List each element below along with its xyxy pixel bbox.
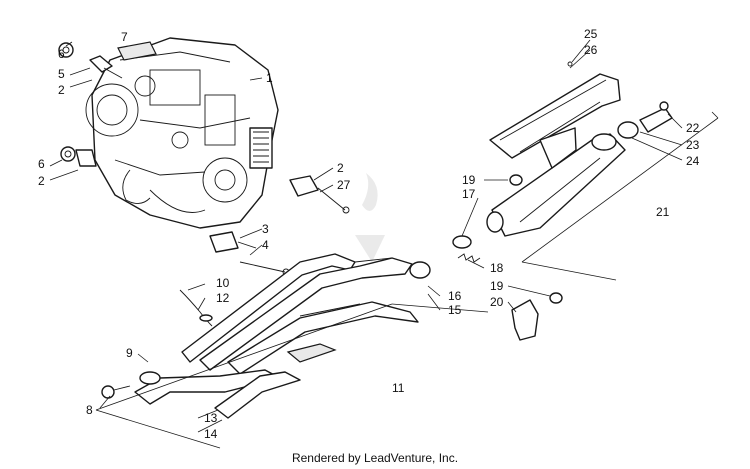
callout-19: 19	[462, 173, 476, 187]
leader-lines	[49, 39, 683, 433]
callout-26: 26	[584, 43, 598, 57]
callout-numbers: 1 7 6 5 2 6 2 2 27 3 4 10 12 9 8 11 13 1…	[38, 27, 700, 441]
callout-7: 7	[121, 30, 128, 44]
callout-16: 16	[448, 289, 462, 303]
callout-12: 12	[216, 291, 230, 305]
callout-21: 21	[656, 205, 670, 219]
spring	[457, 253, 481, 263]
callout-2: 2	[38, 174, 45, 188]
mount-hardware-right	[289, 175, 350, 214]
callout-9: 9	[126, 346, 133, 360]
mount-hardware-lower	[60, 146, 97, 167]
gasket	[452, 235, 472, 249]
callout-20: 20	[490, 295, 504, 309]
render-credit: Rendered by LeadVenture, Inc.	[291, 451, 459, 465]
muffler-nut	[509, 174, 523, 186]
callout-2: 2	[337, 161, 344, 175]
callout-17: 17	[462, 187, 476, 201]
callout-4: 4	[262, 238, 269, 252]
callout-13: 13	[204, 411, 218, 425]
callout-10: 10	[216, 276, 230, 290]
callout-18: 18	[490, 261, 504, 275]
callout-6: 6	[58, 47, 65, 61]
callout-14: 14	[204, 427, 218, 441]
callout-19: 19	[490, 279, 504, 293]
callout-1: 1	[266, 71, 273, 85]
callout-23: 23	[686, 138, 700, 152]
muffler-assembly	[486, 133, 626, 237]
callout-5: 5	[58, 67, 65, 81]
callout-27: 27	[337, 178, 351, 192]
stud-hardware	[209, 231, 290, 276]
callout-22: 22	[686, 121, 700, 135]
group-brackets	[95, 111, 719, 449]
mount-hardware-upper	[58, 42, 123, 79]
header-pipes	[101, 253, 431, 419]
watermark-logo	[355, 173, 385, 262]
decal	[117, 41, 157, 61]
callout-24: 24	[686, 154, 700, 168]
callout-8: 8	[86, 403, 93, 417]
spark-arrestor	[617, 101, 673, 139]
callout-25: 25	[584, 27, 598, 41]
callout-2: 2	[58, 83, 65, 97]
heat-shield	[489, 61, 621, 169]
muffler-bracket	[511, 292, 563, 341]
callout-11: 11	[392, 381, 405, 395]
callout-3: 3	[262, 222, 269, 236]
callout-6: 6	[38, 157, 45, 171]
engine-assembly	[85, 37, 279, 229]
callout-15: 15	[448, 303, 462, 317]
sensor-wire	[179, 289, 213, 327]
